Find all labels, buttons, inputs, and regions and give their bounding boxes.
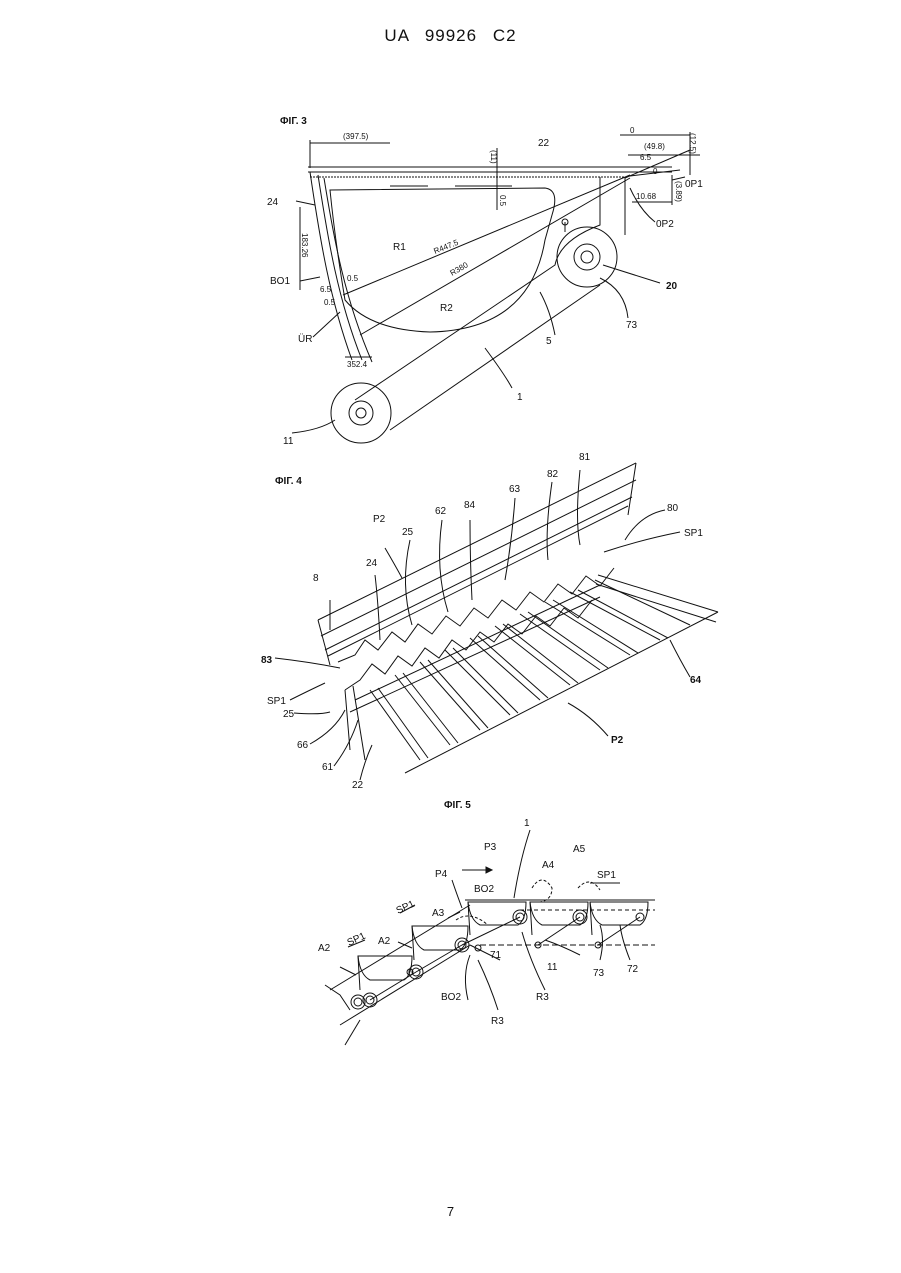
- label-71a: 71: [490, 950, 502, 961]
- label-a2-left: A2: [318, 943, 331, 954]
- page-number: 7: [0, 1204, 901, 1219]
- label-sp1-right: SP1: [597, 870, 616, 881]
- label-r3-right: R3: [536, 992, 549, 1003]
- label-sp1-mid: SP1: [395, 899, 417, 917]
- label-r3-left: R3: [491, 1016, 504, 1027]
- label-sp1-left: SP1: [346, 931, 368, 949]
- label-bo2-bottom: BO2: [441, 992, 461, 1003]
- figure-5: ФІГ. 5: [0, 0, 901, 1060]
- label-a3: A3: [432, 908, 445, 919]
- label-a5: A5: [573, 844, 586, 855]
- label-11: 11: [547, 962, 558, 973]
- fig5-drawing: [325, 830, 655, 1045]
- label-73: 73: [593, 968, 605, 979]
- label-bo2-top: BO2: [474, 884, 494, 895]
- label-a2-mid: A2: [378, 936, 391, 947]
- label-1: 1: [524, 818, 530, 829]
- fig5-labels: 1 P3 A4 A5 SP1 P4 BO2 A3 SP1 A2 SP1 A2 7…: [318, 818, 639, 1027]
- label-p3: P3: [484, 842, 497, 853]
- label-72: 72: [627, 964, 639, 975]
- fig5-title: ФІГ. 5: [444, 800, 471, 811]
- label-a4: A4: [542, 860, 555, 871]
- label-p4: P4: [435, 869, 448, 880]
